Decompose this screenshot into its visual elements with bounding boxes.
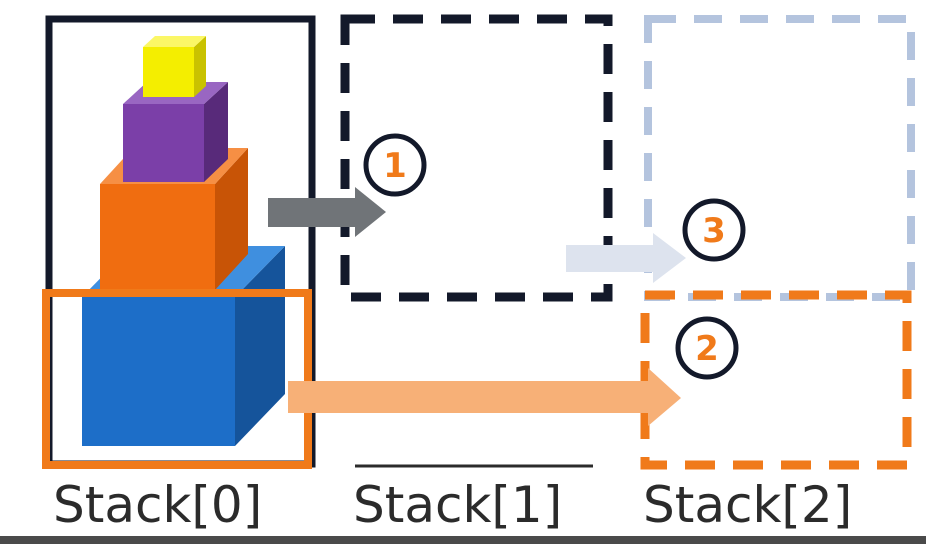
arrow-step-3: [566, 233, 686, 283]
arrow-step-1: [268, 187, 386, 237]
step-3-number: 3: [702, 211, 726, 251]
cube-yellow: [143, 36, 206, 97]
stack-2-orange-dashed-frame: [640, 290, 912, 470]
step-1-number: 1: [383, 146, 407, 186]
bottom-bar: [0, 536, 926, 544]
step-2-circle: [675, 316, 739, 380]
step-2-number: 2: [695, 329, 719, 369]
stack-0-label: Stack[0]: [53, 476, 263, 534]
step-1-circle: [363, 133, 427, 197]
stack-1-label: Stack[1]: [353, 476, 563, 534]
bottom-cube-highlight: [42, 289, 312, 469]
stack-2-light-dashed-frame: [644, 15, 915, 301]
stack-2-label: Stack[2]: [643, 476, 853, 534]
stack-1-dashed-frame: [340, 14, 613, 302]
arrow-step-2: [288, 368, 681, 426]
step-3-circle: [682, 198, 746, 262]
